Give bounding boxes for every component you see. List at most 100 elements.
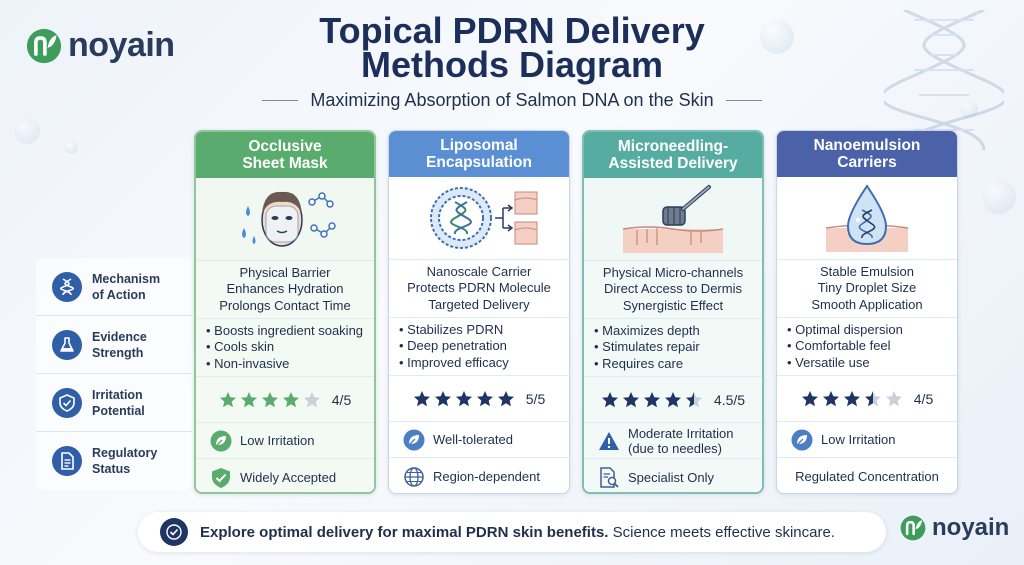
evidence-bullet: • Maximizes depth	[594, 322, 700, 338]
star-rating: 5/5	[389, 375, 569, 421]
noyain-logo-icon	[900, 515, 926, 541]
footer-text-bold: Explore optimal delivery for maximal PDR…	[200, 523, 609, 541]
mechanism-cell: Physical Barrier Enhances Hydration Prol…	[196, 260, 374, 318]
card-illustration	[196, 178, 374, 260]
dna-helix-decoration	[884, 10, 1004, 150]
leaf-icon	[403, 429, 425, 450]
mechanism-cell: Stable Emulsion Tiny Droplet Size Smooth…	[777, 259, 957, 317]
mechanism-line: Synergistic Effect	[622, 297, 724, 313]
regulatory-cell: Regulated Concentration	[777, 457, 957, 493]
stars	[413, 390, 515, 408]
evidence-bullet: • Improved efficacy	[399, 354, 509, 370]
subtitle-row: Maximizing Absorption of Salmon DNA on t…	[262, 90, 763, 111]
mechanism-line: Targeted Delivery	[428, 296, 530, 312]
droplet-dna-icon	[825, 184, 909, 252]
evidence-bullet: • Stimulates repair	[594, 339, 700, 355]
star-icon	[476, 390, 493, 406]
bubble-decoration	[982, 180, 1016, 214]
bubble-decoration	[14, 118, 40, 144]
liposome-icon	[430, 187, 538, 249]
star-icon	[885, 390, 902, 406]
evidence-bullet: • Comfortable feel	[787, 338, 891, 354]
footer-banner: Explore optimal delivery for maximal PDR…	[138, 512, 886, 552]
irritation-note: (due to needles)	[628, 440, 722, 456]
evidence-cell: • Maximizes depth • Stimulates repair • …	[584, 318, 762, 376]
brand-logo: noyain	[26, 26, 175, 65]
evidence-bullet: • Non-invasive	[206, 355, 290, 371]
regulatory-text: Specialist Only	[628, 470, 714, 485]
irritation-cell: Low Irritation	[196, 422, 374, 458]
subtitle-rule-left	[262, 100, 299, 101]
mechanism-line: Tiny Droplet Size	[817, 280, 917, 296]
evidence-bullet: • Cools skin	[206, 339, 275, 355]
regulatory-text: Widely Accepted	[240, 470, 337, 485]
star-icon	[643, 391, 660, 407]
card-title: Occlusive	[248, 138, 322, 155]
mechanism-line: Stable Emulsion	[820, 263, 914, 279]
star-icon	[601, 391, 618, 407]
mechanism-line: Nanoscale Carrier	[426, 263, 532, 279]
regulatory-cell: Widely Accepted	[196, 458, 374, 492]
title-line-2: Methods Diagram	[360, 44, 664, 85]
star-icon	[622, 391, 639, 407]
card-illustration	[777, 177, 957, 259]
star-icon	[413, 390, 430, 406]
rating-value: 5/5	[525, 390, 546, 407]
evidence-bullet: • Optimal dispersion	[787, 321, 903, 337]
star-icon	[282, 391, 299, 407]
shield-check-icon	[212, 467, 230, 488]
card-illustration	[389, 177, 569, 259]
evidence-bullet: • Requires care	[594, 355, 684, 371]
flask-icon	[52, 329, 82, 360]
star-icon	[434, 390, 451, 406]
footer-brand-logo: noyain	[900, 514, 1009, 542]
noyain-logo-icon	[26, 28, 62, 63]
star-icon	[261, 391, 278, 407]
document-search-icon	[600, 466, 619, 488]
face-sheet-mask-icon	[242, 191, 336, 247]
card-header: Microneedling-Assisted Delivery	[584, 132, 762, 178]
row-label-text: Evidence	[92, 329, 147, 344]
evidence-bullet: • Deep penetration	[399, 338, 507, 354]
star-icon	[664, 391, 681, 407]
row-label-text: Regulatory	[92, 446, 158, 460]
mechanism-line: Physical Barrier	[239, 264, 331, 280]
brand-name: noyain	[68, 26, 175, 64]
rating-value: 4/5	[331, 391, 352, 408]
mechanism-line: Enhances Hydration	[226, 281, 344, 297]
star-icon	[240, 391, 257, 407]
rating-value: 4.5/5	[713, 391, 746, 408]
brand-name: noyain	[932, 514, 1010, 541]
irritation-text: Low Irritation	[240, 433, 315, 448]
row-label-text: of Action	[92, 287, 146, 302]
card-illustration	[584, 178, 762, 260]
shield-check-icon	[52, 387, 82, 418]
microneedle-roller-icon	[622, 185, 724, 253]
star-icon	[822, 390, 839, 406]
card-title: Encapsulation	[426, 154, 532, 171]
title-line-1: Topical PDRN Delivery	[319, 10, 705, 51]
star-icon	[497, 390, 514, 406]
mechanism-line: Protects PDRN Molecule	[407, 280, 551, 296]
star-icon	[455, 390, 472, 406]
star-icon	[685, 391, 702, 407]
rating-value: 4/5	[913, 390, 934, 407]
star-rating: 4/5	[196, 376, 374, 422]
mechanism-line: Smooth Application	[811, 296, 923, 312]
regulatory-cell: Specialist Only	[584, 458, 762, 492]
warning-icon	[599, 431, 619, 450]
evidence-bullet: • Versatile use	[787, 354, 870, 370]
globe-icon	[404, 466, 424, 487]
irritation-cell: Moderate Irritation(due to needles)	[584, 422, 762, 458]
mechanism-cell: Physical Micro-channels Direct Access to…	[584, 260, 762, 318]
card-title: Liposomal	[440, 137, 518, 154]
irritation-text: Moderate Irritation	[628, 425, 734, 441]
leaf-icon	[210, 430, 232, 451]
